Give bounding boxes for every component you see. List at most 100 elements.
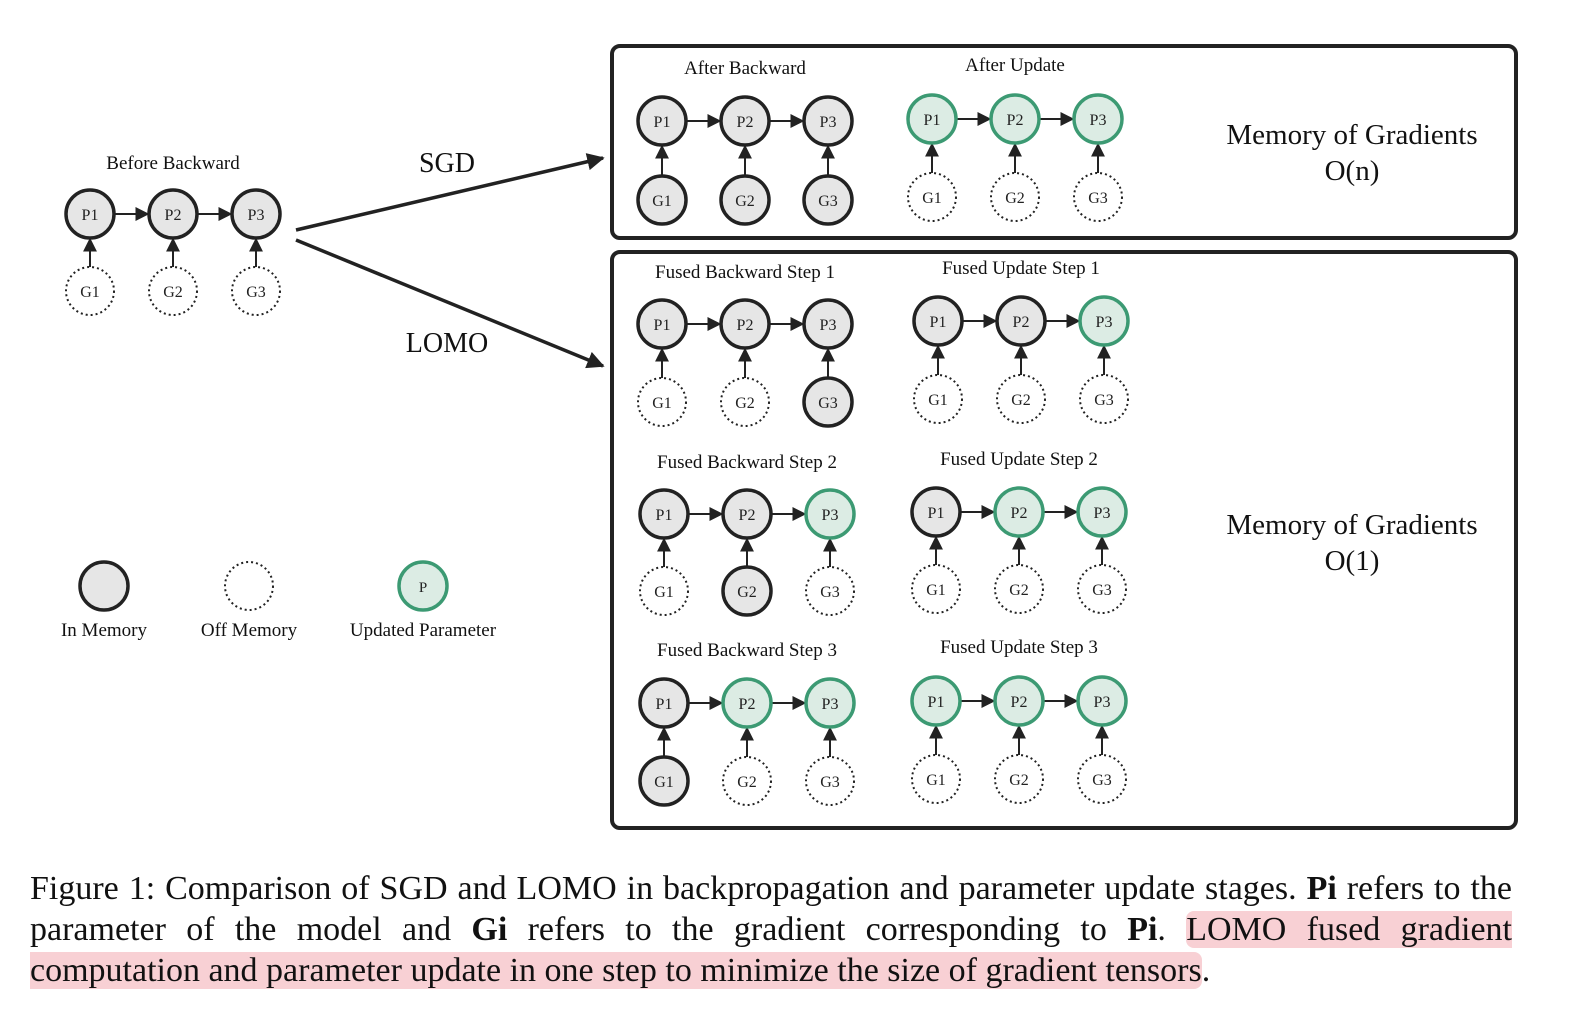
before-backward-grad-label-2: G2 (163, 284, 183, 301)
fused-backward-3-title: Fused Backward Step 3 (657, 640, 837, 661)
fused-update-2-grad-label-3: G3 (1092, 582, 1112, 599)
after-backward-param-label-3: P3 (820, 114, 837, 131)
fused-update-3-param-3 (1076, 675, 1128, 727)
fused-update-1-grad-label-1: G1 (928, 392, 948, 409)
after-backward-grad-label-3: G3 (818, 193, 838, 210)
fused-backward-1-grad-1 (637, 377, 687, 427)
fused-backward-3-grad-1 (638, 755, 690, 807)
caption-bold-gi: Gi (471, 911, 508, 948)
fused-backward-2-param-2 (721, 488, 773, 540)
legend-in-memory-label: In Memory (61, 620, 148, 641)
fused-backward-3-grad-label-1: G1 (654, 774, 674, 791)
after-update-param-1 (906, 93, 958, 145)
before-backward-param-1 (64, 188, 116, 240)
fused-backward-3-param-2 (721, 677, 773, 729)
fused-backward-1-param-label-3: P3 (820, 317, 837, 334)
fused-update-2-param-3 (1076, 486, 1128, 538)
fused-backward-3-param-label-3: P3 (822, 696, 839, 713)
fused-update-3-param-label-2: P2 (1011, 694, 1028, 711)
fused-update-1-grad-3 (1079, 374, 1129, 424)
legend-updated-symbol: P (419, 580, 427, 596)
legend-off-memory-label: Off Memory (201, 620, 298, 641)
fused-backward-1-title: Fused Backward Step 1 (655, 262, 835, 283)
fused-update-1-param-label-1: P1 (930, 314, 947, 331)
fused-update-1-grad-2 (996, 374, 1046, 424)
fused-update-3-param-2 (993, 675, 1045, 727)
caption-bold-pi-2: Pi (1127, 911, 1158, 948)
fused-update-2-param-label-2: P2 (1011, 505, 1028, 522)
after-backward-param-label-2: P2 (737, 114, 754, 131)
fused-backward-3-grad-3 (805, 756, 855, 806)
fused-backward-1-grad-label-1: G1 (652, 395, 672, 412)
before-backward-grad-3 (231, 266, 281, 316)
fused-backward-2-title: Fused Backward Step 2 (657, 452, 837, 473)
sgd-memory-value: O(n) (1325, 155, 1380, 187)
after-update-param-label-3: P3 (1090, 112, 1107, 129)
fused-update-3-param-label-3: P3 (1094, 694, 1111, 711)
fused-backward-1-param-2 (719, 298, 771, 350)
fused-update-1-param-1 (912, 295, 964, 347)
caption-text-1: Figure 1: Comparison of SGD and LOMO in … (30, 870, 1307, 907)
fused-update-2-grad-3 (1077, 564, 1127, 614)
caption-text-2: refers to the parameter of the model and (30, 870, 1512, 948)
after-backward-grad-3 (802, 174, 854, 226)
after-backward-grad-label-1: G1 (652, 193, 672, 210)
before-backward-param-label-2: P2 (165, 207, 182, 224)
fused-update-1-param-label-3: P3 (1096, 314, 1113, 331)
fused-backward-3-grad-2 (722, 756, 772, 806)
fused-update-3-grad-label-1: G1 (926, 772, 946, 789)
before-backward-title: Before Backward (106, 153, 240, 174)
fused-update-2-param-label-3: P3 (1094, 505, 1111, 522)
fused-update-3-grad-1 (911, 754, 961, 804)
fused-backward-1-param-label-1: P1 (654, 317, 671, 334)
fused-backward-2-grad-1 (639, 566, 689, 616)
fused-update-2-grad-2 (994, 564, 1044, 614)
before-backward-param-3 (230, 188, 282, 240)
figure-caption: Figure 1: Comparison of SGD and LOMO in … (30, 868, 1512, 991)
before-backward-param-label-1: P1 (82, 207, 99, 224)
before-backward-grad-1 (65, 266, 115, 316)
after-update-param-3 (1072, 93, 1124, 145)
after-update-param-label-1: P1 (924, 112, 941, 129)
sgd-box (610, 44, 1518, 240)
after-update-grad-1 (907, 172, 957, 222)
fused-update-2-grad-label-1: G1 (926, 582, 946, 599)
legend: In Memory Off Memory P Updated Parameter (61, 560, 497, 641)
after-update-grad-label-2: G2 (1005, 190, 1025, 207)
fused-backward-3-grad-label-3: G3 (820, 774, 840, 791)
fused-backward-2-param-3 (804, 488, 856, 540)
after-backward-param-1 (636, 95, 688, 147)
caption-text-4: . (1157, 911, 1187, 948)
before-backward-param-label-3: P3 (248, 207, 265, 224)
lomo-memory-title: Memory of Gradients (1226, 509, 1477, 541)
fused-backward-3-param-label-2: P2 (739, 696, 756, 713)
fused-update-2-grad-1 (911, 564, 961, 614)
fused-backward-3-param-1 (638, 677, 690, 729)
fused-update-2-param-label-1: P1 (928, 505, 945, 522)
after-backward-grad-1 (636, 174, 688, 226)
fused-backward-2-param-label-1: P1 (656, 507, 673, 524)
after-backward-grad-label-2: G2 (735, 193, 755, 210)
before-backward-param-2 (147, 188, 199, 240)
fused-update-1-grad-1 (913, 374, 963, 424)
fused-update-2-param-1 (910, 486, 962, 538)
legend-updated-label: Updated Parameter (350, 620, 497, 641)
fused-backward-2-param-label-2: P2 (739, 507, 756, 524)
fused-backward-1-grad-3 (802, 376, 854, 428)
fused-backward-1-param-label-2: P2 (737, 317, 754, 334)
fused-update-2-title: Fused Update Step 2 (940, 449, 1098, 470)
fused-update-3-grad-2 (994, 754, 1044, 804)
fused-update-1-grad-label-2: G2 (1011, 392, 1031, 409)
fused-update-3-title: Fused Update Step 3 (940, 637, 1098, 658)
after-backward-title: After Backward (684, 58, 806, 79)
after-backward-grad-2 (719, 174, 771, 226)
before-backward-grad-label-3: G3 (246, 284, 266, 301)
